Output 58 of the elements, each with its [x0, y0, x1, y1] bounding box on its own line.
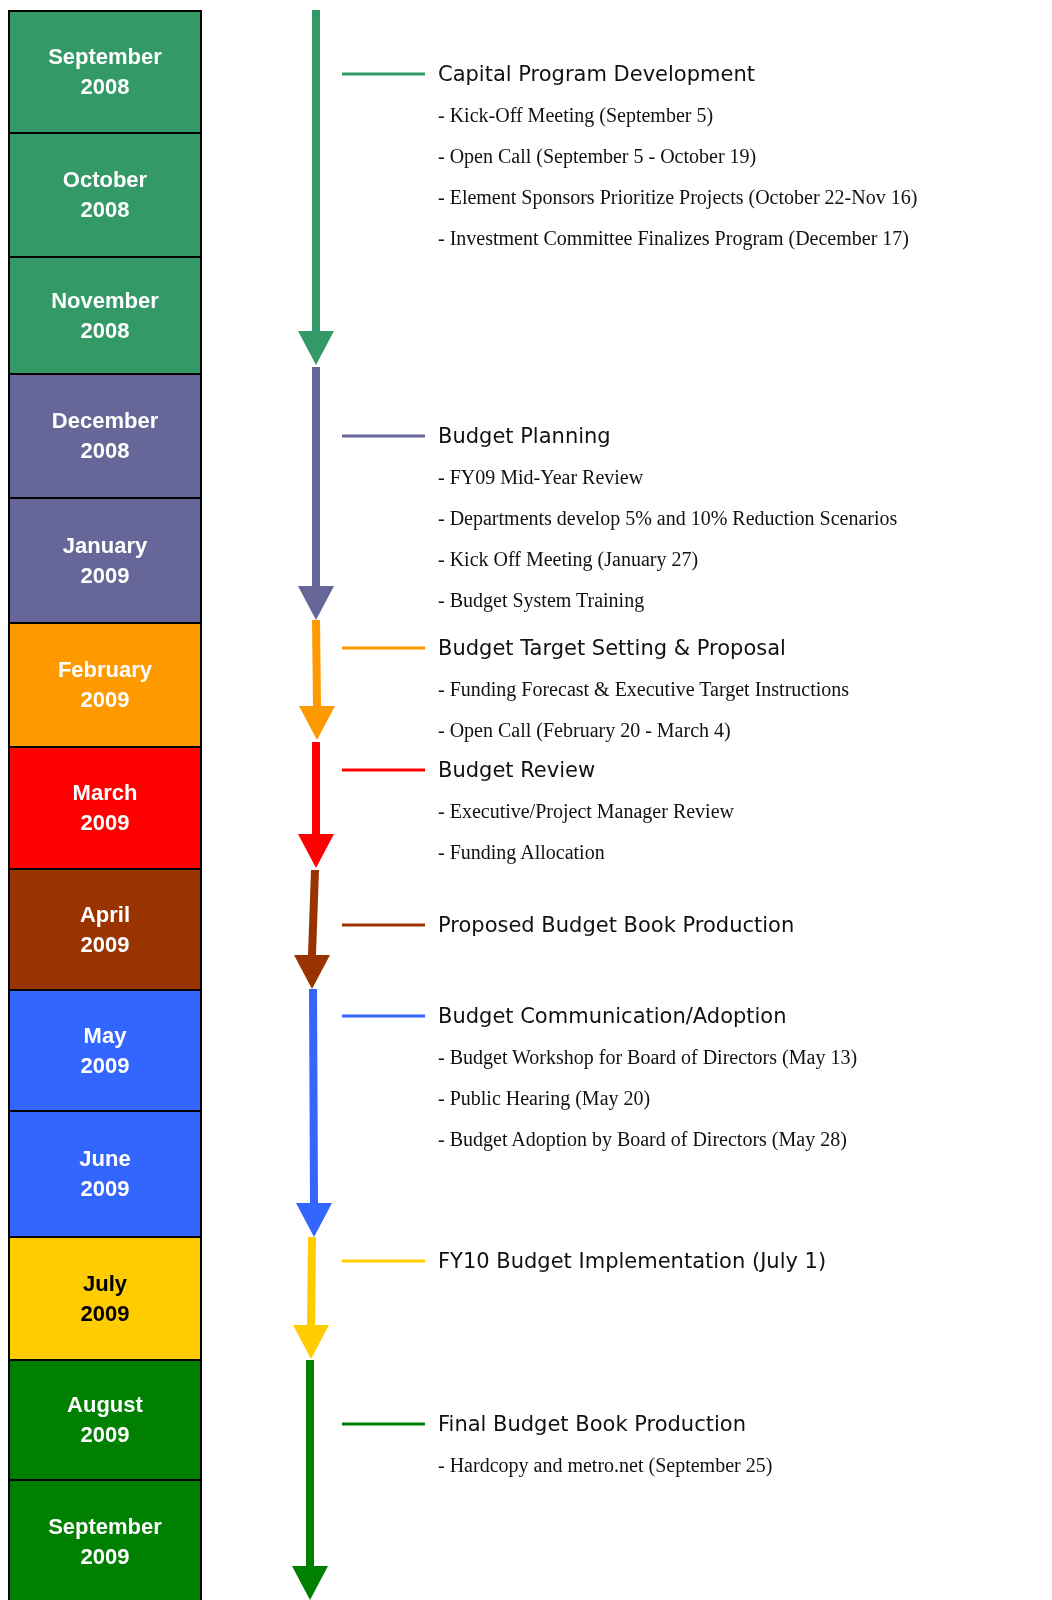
month-box	[8, 1110, 202, 1238]
task-item: - Budget System Training	[438, 588, 646, 614]
month-label: September 2009	[48, 1512, 162, 1571]
leader-line	[342, 1014, 425, 1018]
month-label: October 2008	[62, 166, 148, 224]
task-item: - FY09 Mid-Year Review	[438, 465, 645, 490]
month-label: September 2008	[48, 43, 162, 101]
month-box	[8, 746, 202, 870]
month-label: November 2008	[51, 286, 159, 345]
month-box	[8, 256, 202, 375]
phase-heading: Final Budget Book Production	[438, 1411, 747, 1438]
month-box	[8, 132, 202, 258]
month-box	[8, 622, 202, 748]
task-item: - Kick-Off Meeting (September 5)	[438, 103, 715, 129]
task-item: - Departments develop 5% and 10% Reduction Scenarios	[438, 506, 898, 532]
month-box	[8, 1236, 202, 1361]
phase-heading: Budget Planning	[438, 423, 612, 450]
month-label: August 2009	[67, 1391, 143, 1449]
month-label: March 2009	[72, 779, 138, 837]
month-label: February 2009	[57, 656, 153, 714]
leader-line	[342, 646, 425, 650]
task-item: - Open Call (February 20 - March 4)	[438, 718, 732, 744]
leader-line	[342, 1259, 425, 1263]
month-box	[8, 1359, 202, 1481]
month-label: May 2009	[80, 1021, 130, 1080]
leader-line	[342, 768, 425, 772]
phase-heading: Budget Target Setting & Proposal	[438, 635, 787, 662]
task-item: - Hardcopy and metro.net (September 25)	[438, 1453, 773, 1479]
task-item: - Open Call (September 5 - October 19)	[438, 144, 758, 170]
leader-line	[342, 923, 425, 927]
leader-line	[342, 1422, 425, 1426]
month-box	[8, 989, 202, 1112]
month-box	[8, 10, 202, 134]
phase-heading: Proposed Budget Book Production	[438, 912, 795, 939]
month-label: April 2009	[79, 900, 131, 959]
month-label: December 2008	[51, 407, 159, 465]
month-label: July 2009	[80, 1269, 130, 1328]
leader-line	[342, 434, 425, 438]
phase-heading: Budget Communication/Adoption	[438, 1003, 788, 1030]
task-item: - Funding Forecast & Executive Target Instructions	[438, 677, 850, 703]
month-box	[8, 373, 202, 499]
task-item: - Funding Allocation	[438, 840, 606, 866]
task-item: - Budget Workshop for Board of Directors (May 13)	[438, 1045, 858, 1071]
phase-heading: Capital Program Development	[438, 61, 756, 88]
month-label: June 2009	[79, 1145, 131, 1203]
task-item: - Element Sponsors Prioritize Projects (October 22-Nov 16)	[438, 185, 918, 211]
month-box	[8, 1479, 202, 1600]
month-box	[8, 497, 202, 624]
phase-heading: Budget Review	[438, 757, 597, 784]
task-item: - Budget Adoption by Board of Directors (May 28)	[438, 1127, 848, 1153]
task-item: - Investment Committee Finalizes Program (December 17)	[438, 226, 910, 252]
task-item: - Kick Off Meeting (January 27)	[438, 547, 700, 573]
task-item: - Public Hearing (May 20)	[438, 1086, 652, 1112]
month-box	[8, 868, 202, 991]
task-item: - Executive/Project Manager Review	[438, 799, 734, 825]
phase-heading: FY10 Budget Implementation (July 1)	[438, 1248, 827, 1275]
leader-line	[342, 72, 425, 76]
month-label: January 2009	[62, 531, 148, 590]
